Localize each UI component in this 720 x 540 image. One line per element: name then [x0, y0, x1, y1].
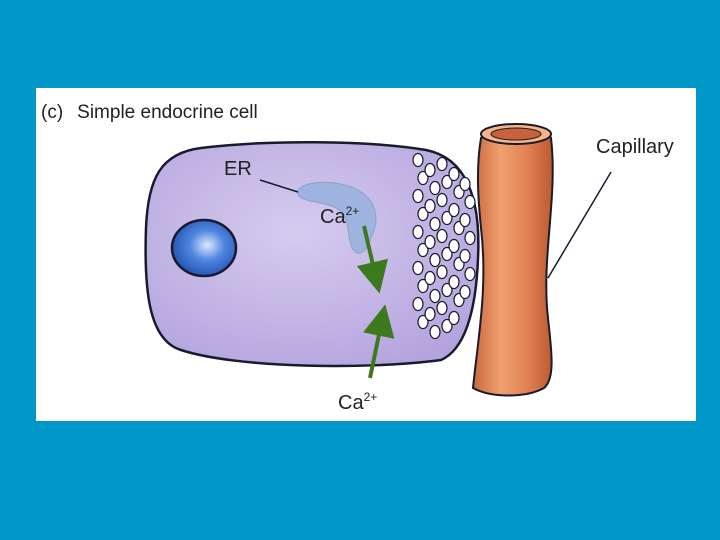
secretory-granule [448, 310, 460, 326]
secretory-granule [448, 274, 460, 290]
capillary-leader-line [547, 171, 612, 279]
panel-letter: (c) [41, 102, 64, 123]
secretory-granule [429, 180, 441, 196]
secretory-granule [412, 152, 424, 168]
secretory-granule [417, 278, 429, 294]
secretory-granule [429, 288, 441, 304]
secretory-granules [412, 152, 476, 340]
secretory-granule [424, 270, 436, 286]
secretory-granule [412, 260, 424, 276]
secretory-granule [448, 202, 460, 218]
er-leader-line [259, 179, 299, 193]
secretory-granule [429, 252, 441, 268]
nucleus [170, 218, 238, 278]
endoplasmic-reticulum [297, 181, 377, 254]
ca-lower-symbol: Ca [338, 392, 364, 414]
secretory-granule [417, 206, 429, 222]
ca-upper-label: Ca2+ [320, 204, 359, 229]
panel-title: (c) Simple endocrine cell [41, 102, 258, 124]
secretory-granule [459, 284, 471, 300]
secretory-granule [464, 266, 476, 282]
er-label-text: ER [224, 158, 252, 180]
secretory-granule [412, 188, 424, 204]
secretory-granule [441, 174, 453, 190]
secretory-granule [441, 318, 453, 334]
secretory-granule [429, 216, 441, 232]
endocrine-cell-diagram [144, 123, 612, 397]
capillary [471, 123, 554, 397]
secretory-granule [459, 212, 471, 228]
secretory-granule [448, 238, 460, 254]
secretory-granule [417, 170, 429, 186]
secretory-granule [459, 248, 471, 264]
figure-panel: (c) Simple endocrine cell [36, 88, 696, 421]
secretory-granule [424, 306, 436, 322]
secretory-granule [441, 246, 453, 262]
ca-upper-symbol: Ca [320, 206, 346, 228]
capillary-label-text: Capillary [596, 136, 674, 158]
er-label: ER [224, 158, 252, 181]
secretory-granule [441, 210, 453, 226]
ca-lower-label: Ca2+ [338, 390, 377, 415]
secretory-granule [448, 166, 460, 182]
secretory-granule [424, 162, 436, 178]
secretory-granule [417, 242, 429, 258]
er-release-arrow [356, 225, 388, 294]
capillary-label: Capillary [596, 136, 674, 159]
secretory-granule [429, 324, 441, 340]
secretory-granule [424, 198, 436, 214]
secretory-granule [459, 176, 471, 192]
secretory-granule [464, 194, 476, 210]
secretory-granule [436, 228, 448, 244]
ca-lower-charge: 2+ [363, 390, 378, 404]
secretory-granule [436, 156, 448, 172]
cell-body [144, 141, 480, 368]
secretory-granule [436, 192, 448, 208]
secretory-granule [424, 234, 436, 250]
secretory-granule [436, 300, 448, 316]
ca-upper-charge: 2+ [345, 204, 360, 218]
secretory-granule [464, 230, 476, 246]
secretory-granule [436, 264, 448, 280]
secretory-granule [441, 282, 453, 298]
secretory-granule [417, 314, 429, 330]
secretory-granule [412, 224, 424, 240]
secretory-granule [412, 296, 424, 312]
extracellular-entry-arrow [363, 304, 395, 379]
panel-title-text: Simple endocrine cell [77, 102, 258, 123]
